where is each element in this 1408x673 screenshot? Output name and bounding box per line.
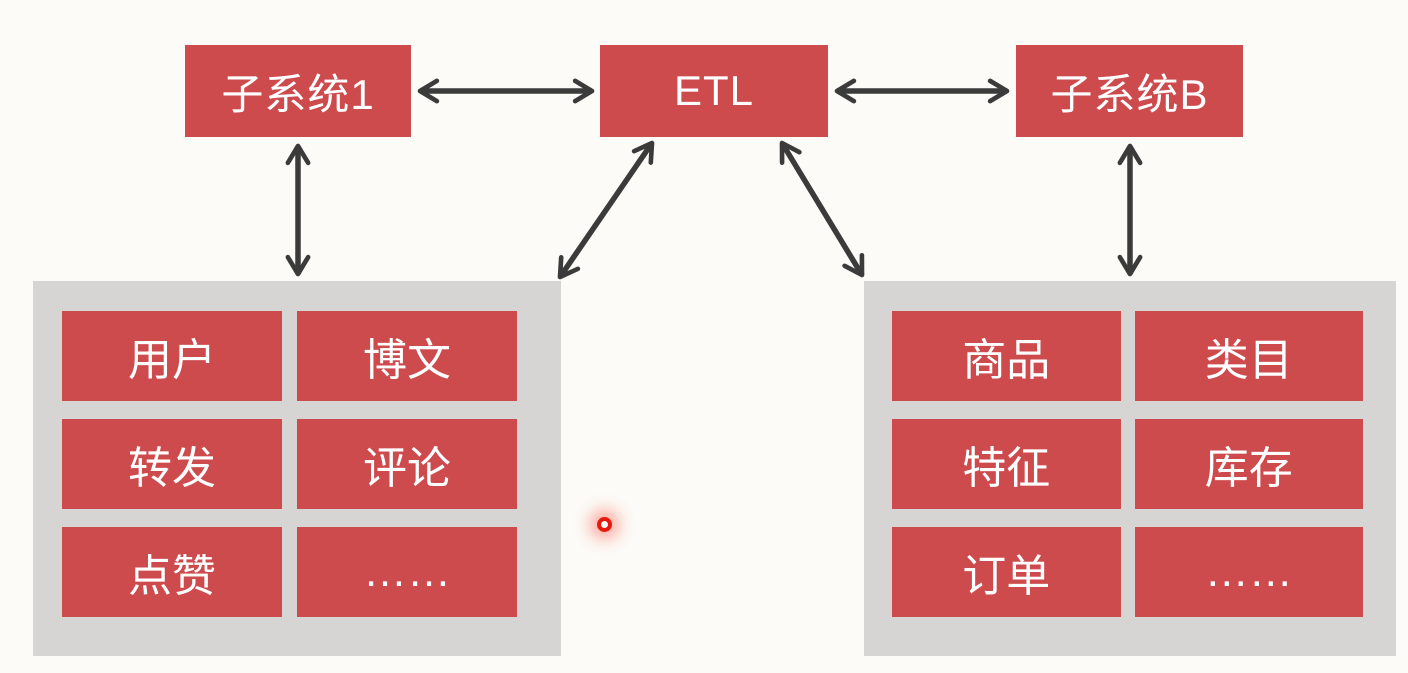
arrow-etl-rightgroup [779, 140, 865, 278]
arrow-etl-leftgroup [557, 140, 655, 280]
node-etl: ETL [600, 45, 828, 137]
tile-posts: 博文 [297, 311, 517, 401]
tile-more-right: …… [1134, 527, 1363, 617]
laser-pointer-dot [597, 517, 612, 532]
tile-inventory: 库存 [1134, 419, 1363, 509]
left-table-group: 用户 博文 转发 评论 点赞 …… [33, 281, 561, 656]
node-subsystemB: 子系统B [1016, 45, 1243, 137]
tile-features: 特征 [892, 419, 1121, 509]
node-subsystem1: 子系统1 [185, 45, 411, 137]
tile-categories: 类目 [1134, 311, 1363, 401]
tile-users: 用户 [62, 311, 282, 401]
right-table-group: 商品 类目 特征 库存 订单 …… [864, 281, 1396, 656]
tile-products: 商品 [892, 311, 1121, 401]
tile-more-left: …… [297, 527, 517, 617]
tile-comments: 评论 [297, 419, 517, 509]
tile-likes: 点赞 [62, 527, 282, 617]
tile-reposts: 转发 [62, 419, 282, 509]
tile-orders: 订单 [892, 527, 1121, 617]
